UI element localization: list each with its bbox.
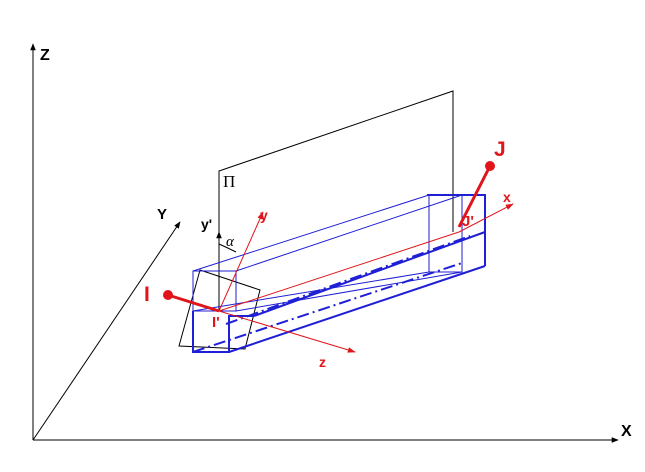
node-j-label: J	[494, 138, 506, 161]
local-z-label: z	[319, 354, 326, 370]
y-prime-label: y'	[201, 216, 212, 232]
node-i-label: I	[144, 283, 150, 306]
node-i-dot	[163, 290, 173, 300]
local-x-label: x	[503, 189, 511, 205]
local-y-axis	[218, 211, 264, 312]
global-y-label: Y	[157, 206, 167, 223]
local-x-axis	[458, 203, 514, 233]
global-axes	[30, 43, 619, 443]
beam-solid	[192, 194, 486, 353]
local-y-label: y	[260, 207, 268, 223]
global-y-axis	[32, 221, 181, 441]
rotated-section	[178, 269, 261, 350]
node-j-link	[457, 165, 492, 228]
global-x-label: X	[621, 423, 632, 440]
local-z-axis	[218, 310, 356, 353]
node-i-link	[167, 293, 220, 313]
global-z-label: Z	[40, 47, 50, 64]
element-axis	[218, 231, 460, 312]
alpha-label: α	[226, 234, 235, 250]
node-j-dot	[485, 161, 495, 171]
plane-pi-label: Π	[223, 172, 235, 191]
alpha-arc	[218, 243, 237, 253]
node-j-prime-label: J'	[462, 213, 474, 230]
node-i-prime-label: I'	[212, 314, 220, 331]
